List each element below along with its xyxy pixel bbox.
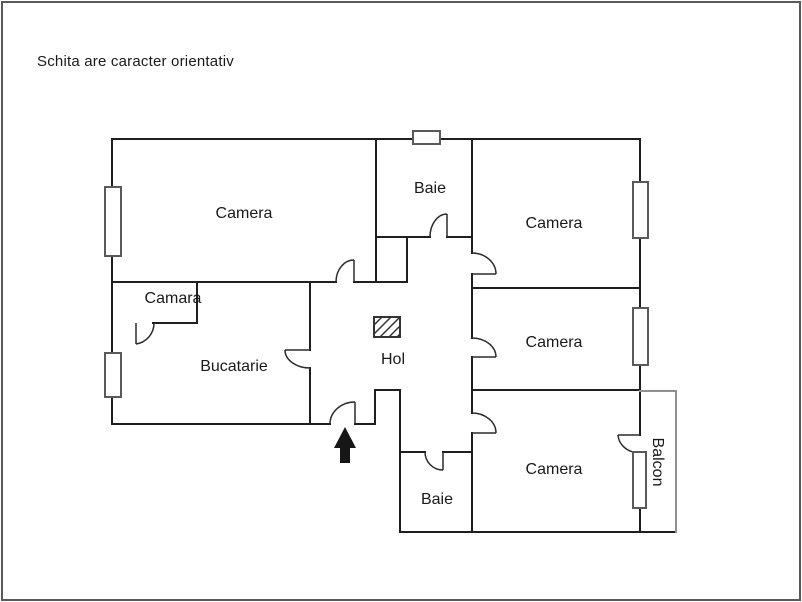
window-left-top: [104, 186, 122, 257]
window-right-middle: [632, 307, 649, 366]
room-label-camera-top-right: Camera: [525, 215, 583, 232]
room-label-camera-middle-right: Camera: [525, 334, 583, 351]
door-camara: [135, 322, 155, 345]
window-top-baie: [412, 130, 441, 145]
room-label-bucatarie: Bucatarie: [200, 358, 268, 375]
room-label-hol: Hol: [380, 351, 406, 368]
room-label-baie-bottom: Baie: [420, 491, 454, 508]
wall-entry-step: [374, 389, 401, 533]
windows: [104, 130, 649, 509]
balcony-walls: [639, 390, 677, 533]
walls: [111, 138, 677, 533]
disclaimer-text: Schita are caracter orientativ: [37, 53, 234, 70]
door-camera-middle-right: [471, 337, 497, 358]
hatched-column: [373, 316, 401, 338]
window-balcony: [632, 451, 647, 509]
door-baie-bottom: [424, 451, 444, 471]
door-balcony: [617, 434, 640, 453]
door-swings: [135, 213, 640, 471]
door-entrance: [329, 401, 356, 425]
room-label-baie-top: Baie: [413, 180, 447, 197]
room-label-camera-top-left: Camera: [215, 205, 273, 222]
room-label-balcon: Balcon: [649, 437, 666, 487]
door-camera-top-left: [335, 259, 355, 283]
door-camera-top-right: [471, 252, 497, 275]
door-bucatarie: [284, 349, 311, 369]
entrance-arrow-icon: [334, 427, 356, 463]
room-label-camera-bottom-right: Camera: [525, 461, 583, 478]
door-camera-bottom-right: [471, 412, 497, 434]
room-label-camara: Camara: [144, 290, 202, 307]
window-right-top: [632, 181, 649, 239]
window-left-bottom: [104, 352, 122, 398]
door-baie-top: [429, 213, 448, 238]
